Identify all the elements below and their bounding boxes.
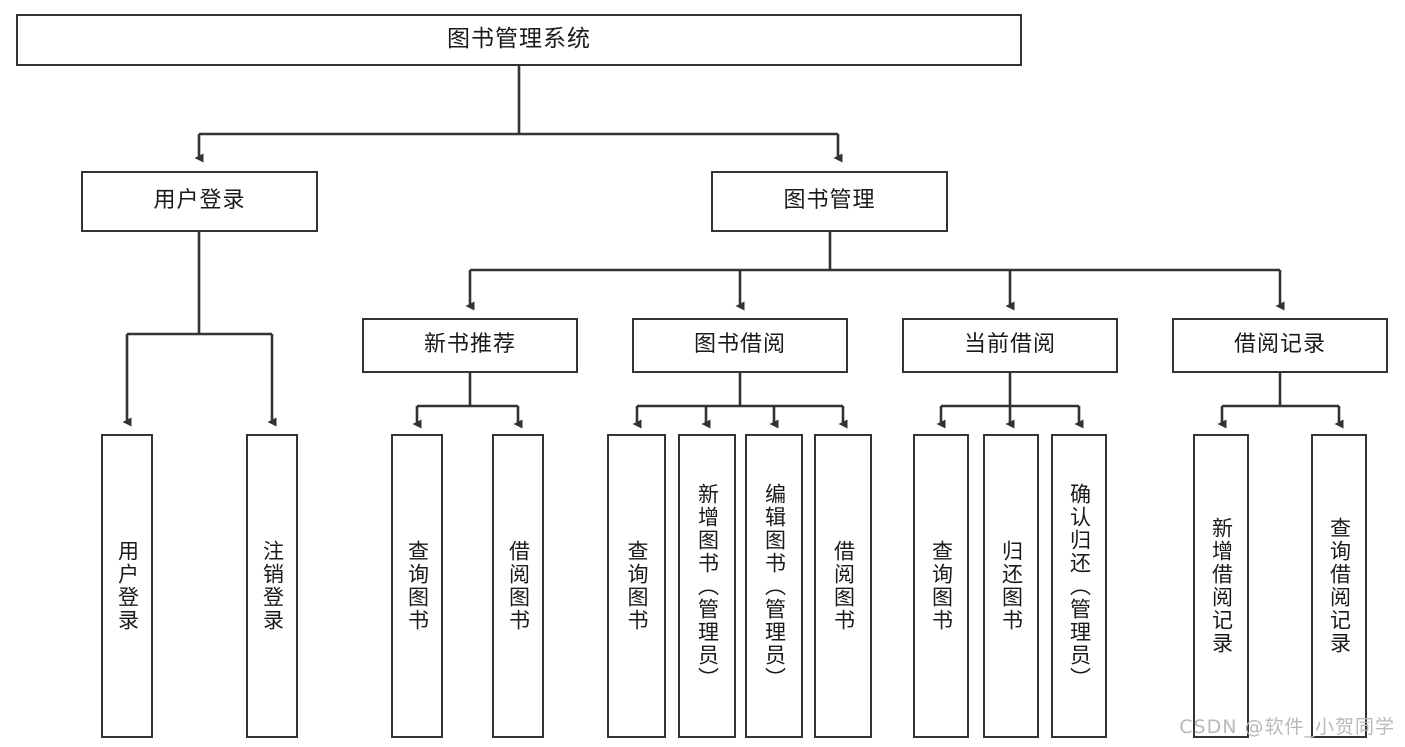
- leaf-query-borrow-record[interactable]: 查询借阅记录: [1311, 434, 1367, 738]
- node-new-book-recommend-label: 新书推荐: [423, 332, 516, 358]
- leaf-confirm-return-admin[interactable]: 确认归还（管理员）: [1051, 434, 1107, 738]
- leaf-lend-book[interactable]: 借阅图书: [814, 434, 872, 738]
- leaf-logout[interactable]: 注销登录: [246, 434, 298, 738]
- leaf-query-borrow-record-label: 查询借阅记录: [1327, 517, 1352, 655]
- leaf-query-book-current[interactable]: 查询图书: [913, 434, 969, 738]
- node-current-borrow[interactable]: 当前借阅: [902, 318, 1118, 373]
- node-book-borrow[interactable]: 图书借阅: [632, 318, 848, 373]
- csdn-watermark: CSDN @软件_小贺同学: [1179, 716, 1395, 738]
- leaf-add-borrow-record-label: 新增借阅记录: [1209, 517, 1234, 655]
- leaf-borrow-book-recommend[interactable]: 借阅图书: [492, 434, 544, 738]
- leaf-lend-book-label: 借阅图书: [831, 540, 856, 632]
- leaf-query-book-borrow[interactable]: 查询图书: [607, 434, 666, 738]
- node-borrow-record-label: 借阅记录: [1233, 332, 1326, 358]
- leaf-edit-book-admin[interactable]: 编辑图书（管理员）: [745, 434, 803, 738]
- leaf-borrow-book-recommend-label: 借阅图书: [506, 540, 531, 632]
- node-book-borrow-label: 图书借阅: [693, 332, 786, 358]
- node-root-system-label: 图书管理系统: [447, 26, 591, 53]
- leaf-add-borrow-record[interactable]: 新增借阅记录: [1193, 434, 1249, 738]
- node-user-login[interactable]: 用户登录: [81, 171, 318, 232]
- node-book-management-label: 图书管理: [783, 188, 876, 214]
- leaf-query-book-recommend-label: 查询图书: [405, 540, 430, 632]
- leaf-edit-book-admin-label: 编辑图书（管理员）: [762, 482, 787, 690]
- leaf-user-login[interactable]: 用户登录: [101, 434, 153, 738]
- leaf-logout-label: 注销登录: [260, 540, 285, 632]
- leaf-add-book-admin-label: 新增图书（管理员）: [695, 482, 720, 690]
- node-new-book-recommend[interactable]: 新书推荐: [362, 318, 578, 373]
- leaf-return-book[interactable]: 归还图书: [983, 434, 1039, 738]
- node-user-login-label: 用户登录: [153, 188, 246, 214]
- leaf-query-book-recommend[interactable]: 查询图书: [391, 434, 443, 738]
- node-current-borrow-label: 当前借阅: [963, 332, 1056, 358]
- leaf-query-book-current-label: 查询图书: [929, 540, 954, 632]
- node-book-management[interactable]: 图书管理: [711, 171, 948, 232]
- leaf-add-book-admin[interactable]: 新增图书（管理员）: [678, 434, 736, 738]
- leaf-query-book-borrow-label: 查询图书: [624, 540, 649, 632]
- node-borrow-record[interactable]: 借阅记录: [1172, 318, 1388, 373]
- leaf-user-login-label: 用户登录: [115, 540, 140, 632]
- node-root-system[interactable]: 图书管理系统: [16, 14, 1022, 66]
- leaf-return-book-label: 归还图书: [999, 540, 1024, 632]
- leaf-confirm-return-admin-label: 确认归还（管理员）: [1067, 482, 1092, 690]
